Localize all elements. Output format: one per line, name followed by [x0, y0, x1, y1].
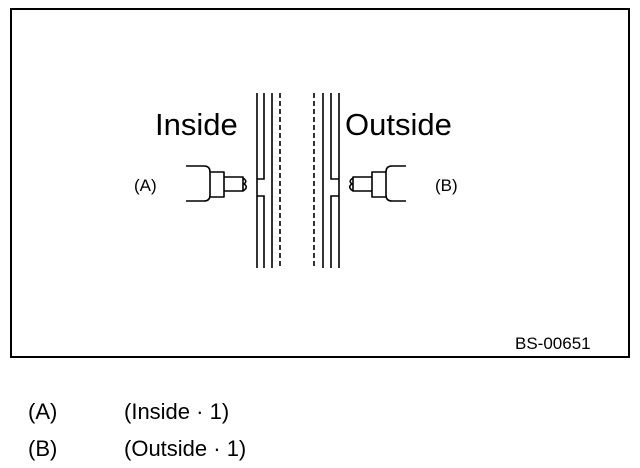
legend-key: (A) [28, 399, 58, 424]
legend-description: (Inside · 1) [124, 399, 230, 424]
inside-label: Inside [155, 107, 238, 142]
figure-code: BS-00651 [515, 334, 591, 353]
inside-fastener-icon [186, 165, 248, 202]
outside-panel [313, 93, 340, 268]
inside-panel [256, 93, 281, 268]
outside-fastener-icon [348, 165, 406, 202]
diagram-figure: Inside Outside (A) (B) BS-00651 [10, 8, 630, 358]
callout-b: (B) [435, 176, 458, 195]
figure-border [10, 8, 630, 358]
outside-label: Outside [345, 107, 452, 142]
legend-key: (B) [28, 436, 58, 461]
callout-a: (A) [134, 176, 157, 195]
legend-description: (Outside · 1) [124, 436, 247, 461]
